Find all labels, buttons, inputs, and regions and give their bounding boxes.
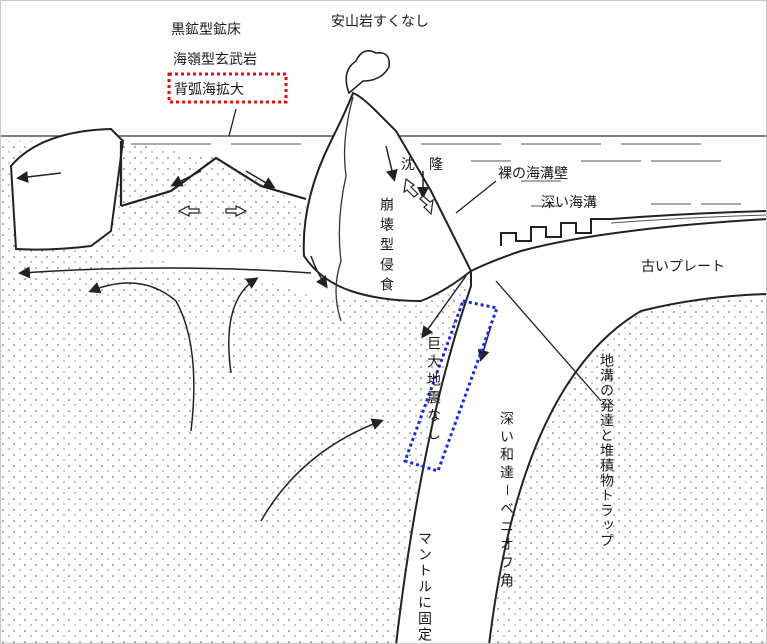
- label-andesite: 安山岩すくなし: [331, 14, 429, 30]
- mantle-wedge: [1, 249, 471, 643]
- label-deep-trench: 深い海溝: [541, 195, 597, 211]
- magma-conduit: [335, 96, 354, 322]
- lower-mantle: [489, 294, 766, 643]
- open-arrows: [177, 177, 434, 217]
- backarc-highlight-box: [167, 72, 288, 104]
- label-no-big-quake: 巨大地震なし: [425, 336, 441, 444]
- plate-layer: [610, 214, 766, 224]
- water-lines: [131, 143, 741, 207]
- label-ridge-basalt: 海嶺型玄武岩: [173, 51, 257, 68]
- label-black-ore: 黒鉱型鉱床: [171, 21, 241, 38]
- label-mantle-fixed: マントルに固定: [416, 531, 432, 643]
- volcanic-arc: [302, 91, 473, 303]
- backarc-crust: [119, 141, 307, 208]
- label-trap: 地溝の発達と堆積物トラップ: [598, 353, 614, 548]
- slab-top-sediment: [500, 210, 766, 246]
- label-collapse-erosion: 崩壊型侵食: [378, 197, 394, 297]
- label-bare-wall: 裸の海溝壁: [498, 166, 568, 182]
- volcano-plume: [345, 50, 391, 95]
- label-subsidence: 沈 隆: [401, 157, 443, 173]
- flow-arrows: [16, 145, 492, 522]
- leader-lines: [228, 108, 602, 402]
- label-old-plate: 古いプレート: [641, 259, 725, 275]
- label-backarc: 背弧海拡大: [174, 82, 244, 98]
- remnant-arc: [9, 127, 125, 251]
- subducting-slab: [395, 218, 766, 643]
- label-wadati: 深い和達－ベニオフ角: [498, 411, 514, 591]
